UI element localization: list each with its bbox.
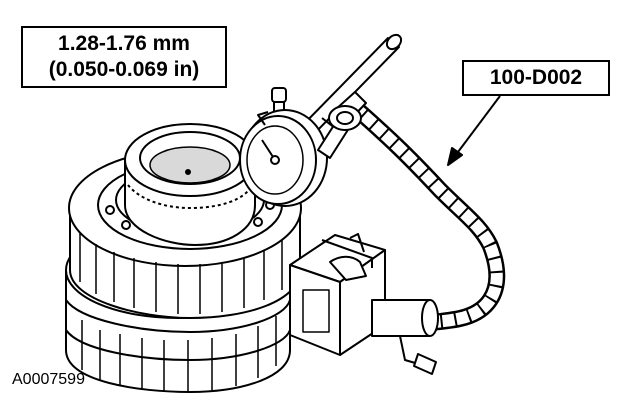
figure-id: A0007599 [12, 371, 85, 388]
flexible-arm [343, 96, 506, 331]
spec-metric: 1.28-1.76 mm [58, 32, 190, 55]
base-clamp-knob [371, 299, 439, 375]
tool-label: 100-D002 [489, 66, 583, 89]
dial-indicator [239, 87, 328, 207]
dial-clamp [317, 105, 362, 159]
magnetic-base [289, 233, 386, 356]
tool-label-box: 100-D002 [462, 60, 610, 96]
tool-leader [447, 95, 501, 166]
spec-callout: 1.28-1.76 mm (0.050-0.069 in) [21, 26, 227, 88]
clutch-hub [124, 123, 256, 246]
spec-imperial: (0.050-0.069 in) [48, 58, 200, 81]
